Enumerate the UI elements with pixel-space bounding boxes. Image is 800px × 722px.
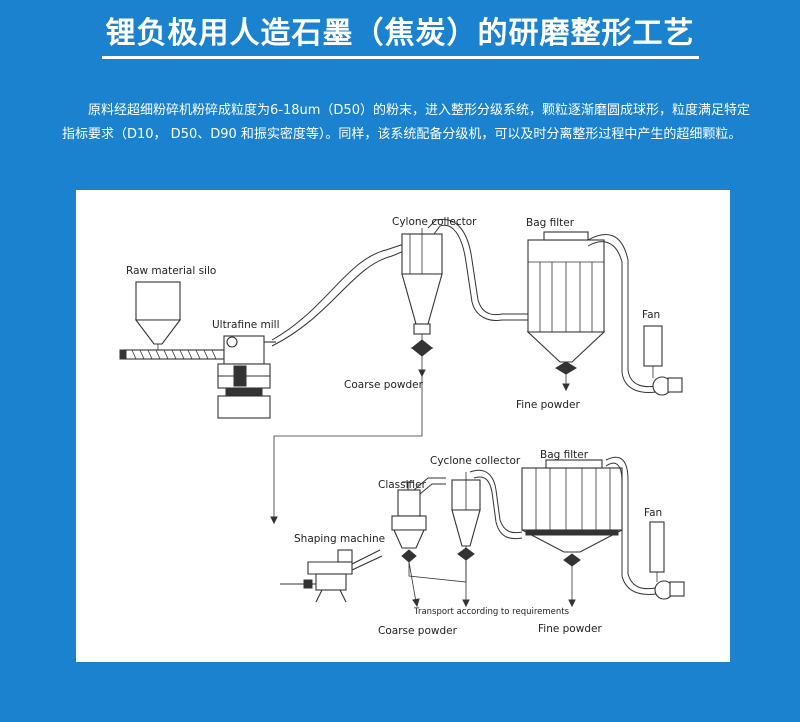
label-shaping-machine: Shaping machine xyxy=(294,533,385,545)
ultrafine-mill xyxy=(217,335,276,419)
label-ultrafine-mill: Ultrafine mill xyxy=(212,319,280,331)
label-raw-material-silo: Raw material silo xyxy=(126,265,216,277)
screw-feeder xyxy=(119,349,225,360)
label-bag-filter-bottom: Bag filter xyxy=(540,449,589,461)
label-cyclone-collector-bottom: Cyclone collector xyxy=(430,455,521,467)
bag-filter-bottom xyxy=(521,459,623,567)
title-wrap: 锂负极用人造石墨（焦炭）的研磨整形工艺 xyxy=(0,14,800,59)
label-bag-filter-top: Bag filter xyxy=(526,217,575,229)
label-cyclone-collector-top: Cylone collector xyxy=(392,216,477,228)
description-paragraph: 原料经超细粉碎机粉碎成粒度为6-18um（D50）的粉末，进入整形分级系统，颗粒… xyxy=(62,103,750,142)
label-coarse-powder-bottom: Coarse powder xyxy=(378,625,458,637)
shaping-machine xyxy=(280,549,383,603)
label-transport-note: Transport according to requirements xyxy=(413,607,570,617)
bag-filter-top xyxy=(526,231,606,375)
label-fan-top: Fan xyxy=(642,309,660,321)
label-classifier: Classifier xyxy=(378,479,427,491)
cyclone-collector-top xyxy=(401,228,443,357)
process-diagram-panel: Raw material silo Ultrafine mill Cylone … xyxy=(76,190,730,662)
page-title: 锂负极用人造石墨（焦炭）的研磨整形工艺 xyxy=(101,14,699,59)
label-fan-bottom: Fan xyxy=(644,507,662,519)
cyclone-collector-bottom xyxy=(451,472,481,561)
classifier xyxy=(391,481,427,563)
process-diagram: Raw material silo Ultrafine mill Cylone … xyxy=(119,216,685,637)
label-coarse-powder-top: Coarse powder xyxy=(344,379,424,391)
fan-bottom xyxy=(649,521,685,600)
label-fine-powder-top: Fine powder xyxy=(516,399,580,411)
raw-material-silo xyxy=(134,281,182,352)
label-fine-powder-bottom: Fine powder xyxy=(538,623,602,635)
fan-top xyxy=(643,325,683,396)
